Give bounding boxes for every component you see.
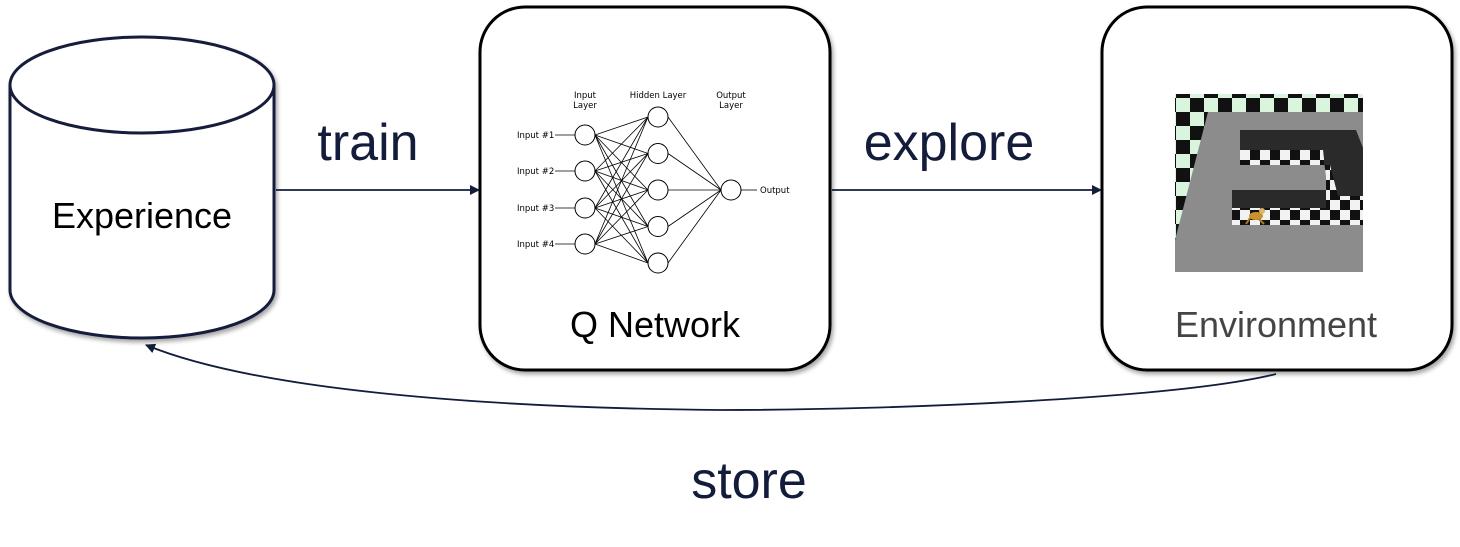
nn-hidden-neuron-2 (647, 143, 669, 164)
nn-output-layer-label-1: Output (716, 91, 746, 101)
nn-input-label-4: Input #4 (517, 240, 554, 250)
nn-hidden-layer-label: Hidden Layer (630, 91, 687, 101)
nn-input-layer-label-2: Layer (573, 101, 597, 111)
nn-hidden-neuron-4 (647, 216, 669, 237)
experience-node (8, 35, 276, 340)
nn-edge-in3-h1 (594, 116, 649, 209)
nn-edge-in4-h3 (594, 189, 649, 245)
experience-cylinder-body (8, 85, 276, 340)
nn-input-neuron-1 (574, 124, 596, 146)
experience-label: Experience (52, 195, 232, 236)
neural-network-illustration: Input Layer Hidden Layer Output Layer In… (517, 91, 790, 274)
nn-edge-in4-h4 (594, 226, 649, 245)
experience-cylinder-top (8, 35, 276, 135)
q-network-label: Q Network (570, 304, 741, 345)
nn-neurons (574, 106, 742, 274)
explore-label: explore (864, 114, 1035, 172)
nn-hidden-neuron-3 (647, 179, 669, 201)
nn-output-label: Output (760, 186, 790, 196)
nn-edge-in2-h1 (594, 116, 649, 172)
nn-hidden-neuron-1 (647, 106, 669, 128)
nn-edge-in4-h5 (594, 243, 649, 264)
maze-environment-image (1175, 94, 1363, 272)
nn-input-label-2: Input #2 (517, 167, 554, 177)
nn-edge-h4-out (667, 189, 722, 227)
nn-edge-h1-out (667, 116, 722, 191)
nn-input-label-3: Input #3 (517, 204, 554, 214)
nn-input-neuron-2 (574, 160, 596, 182)
environment-label: Environment (1175, 304, 1377, 345)
train-label: train (317, 114, 418, 172)
nn-edge-in4-h2 (594, 153, 649, 245)
nn-edge-h2-out (667, 153, 722, 191)
nn-output-neuron (720, 179, 742, 201)
store-arrow (145, 343, 1277, 411)
nn-connections (555, 116, 757, 264)
nn-edge-in1-h1 (594, 116, 649, 136)
nn-hidden-neuron-5 (647, 252, 669, 274)
nn-edge-in4-h1 (594, 116, 649, 245)
nn-output-layer-label-2: Layer (719, 101, 743, 111)
nn-input-neuron-4 (574, 233, 596, 255)
nn-input-neuron-3 (574, 197, 596, 219)
nn-edge-h5-out (667, 189, 722, 264)
agent-figure (1245, 208, 1265, 225)
store-label: store (691, 452, 807, 510)
nn-input-layer-label-1: Input (574, 91, 597, 101)
nn-input-label-1: Input #1 (517, 131, 554, 141)
